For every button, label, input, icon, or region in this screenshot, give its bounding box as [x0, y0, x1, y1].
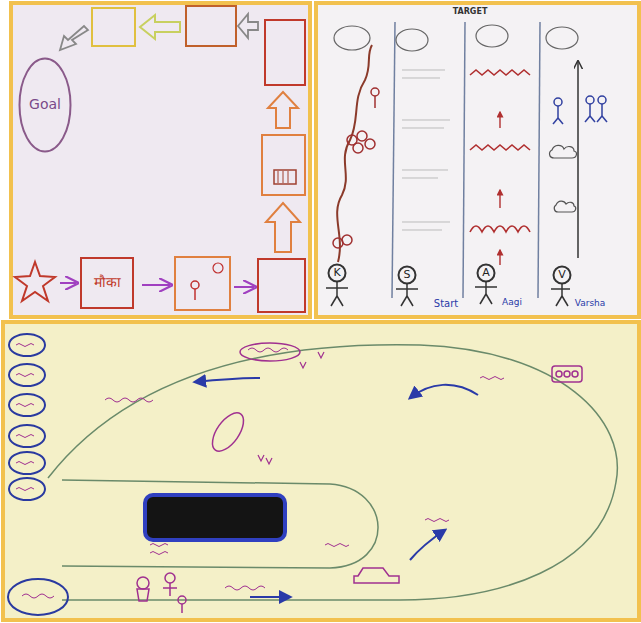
up-arrow	[577, 62, 579, 258]
step-box	[175, 257, 230, 310]
node-text: V	[558, 269, 566, 281]
node-outline	[20, 59, 71, 152]
step-box	[92, 8, 135, 46]
start-star	[15, 262, 55, 301]
handwritten-label: Aagi	[502, 298, 522, 308]
path-line	[337, 45, 372, 262]
panel-flow	[11, 3, 310, 317]
up-arrow	[266, 203, 300, 252]
step-box	[262, 135, 305, 195]
panel-columns	[316, 3, 639, 317]
step-box	[265, 20, 305, 85]
person-head: K	[327, 263, 347, 283]
node-outline	[554, 267, 571, 284]
goal-arrow	[60, 26, 88, 50]
blob	[206, 408, 249, 457]
obstacle	[333, 88, 379, 248]
left-arrow	[238, 14, 258, 38]
person-head: V	[552, 265, 572, 285]
flow-arrow	[60, 283, 254, 287]
node-outline	[399, 267, 416, 284]
panel-track	[3, 322, 639, 620]
person-head: S	[397, 265, 417, 285]
goal-circle: Goal	[18, 57, 72, 153]
node-text: मौका	[94, 275, 121, 290]
node-outline	[478, 265, 495, 282]
scribble	[16, 344, 504, 599]
step-box	[186, 6, 236, 46]
person-head: A	[476, 263, 496, 283]
step-oval	[8, 334, 68, 615]
handwritten-label: Varsha	[575, 299, 606, 309]
grass	[258, 352, 324, 464]
track-outer	[48, 345, 617, 600]
column-line	[392, 22, 540, 298]
step-arrow	[499, 112, 500, 265]
step-box	[258, 259, 305, 312]
stick-figures	[553, 96, 607, 124]
up-arrow	[268, 92, 298, 128]
node-outline	[329, 265, 346, 282]
people	[137, 573, 186, 613]
node-text: S	[404, 269, 411, 281]
direction-arrow	[195, 378, 478, 597]
track-inner	[62, 480, 378, 568]
left-arrow	[140, 15, 180, 39]
node-text: A	[482, 267, 490, 279]
handwritten-label: TARGET	[453, 8, 488, 17]
cloud	[550, 145, 577, 212]
node-text: K	[333, 267, 340, 279]
car	[354, 568, 399, 583]
handwritten-label: Start	[434, 298, 458, 309]
process-box: मौका	[80, 257, 134, 309]
phone	[145, 495, 285, 540]
traffic-light	[552, 366, 582, 382]
node-text: Goal	[29, 97, 61, 112]
column-notes	[402, 70, 450, 230]
barrier	[470, 70, 530, 232]
